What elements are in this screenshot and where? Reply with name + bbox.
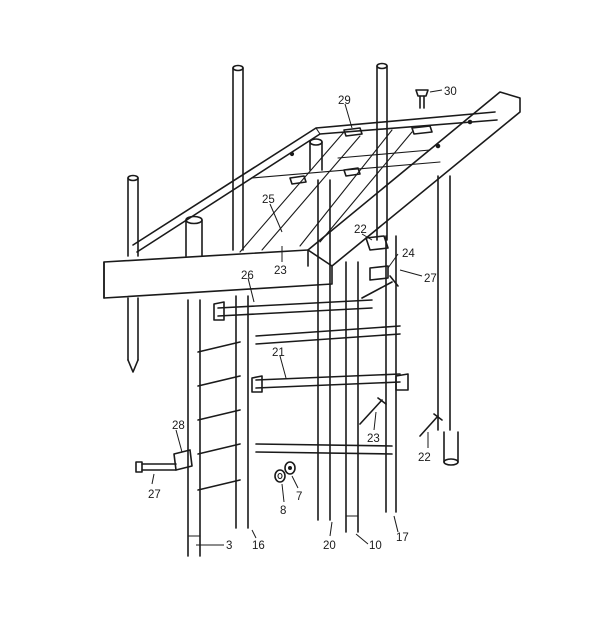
rung-21	[251, 373, 409, 393]
callout-22-top: 22	[354, 224, 367, 236]
callout-22-bottom: 22	[418, 452, 431, 464]
bolt-27-top	[361, 275, 399, 299]
nut-7	[284, 461, 296, 475]
callout-3: 3	[226, 540, 232, 552]
callout-24: 24	[402, 248, 415, 260]
back-top-rail	[132, 111, 498, 253]
rung-back	[255, 325, 401, 455]
post-right-tall	[376, 62, 388, 241]
ladder-rungs	[197, 341, 241, 491]
post-center-tall	[232, 64, 244, 251]
callout-27-left: 27	[148, 489, 161, 501]
bracket-22-top	[365, 235, 389, 251]
rung-26	[213, 299, 373, 321]
bolt-hole	[467, 119, 473, 125]
callout-28: 28	[172, 420, 185, 432]
post-left-short	[127, 174, 139, 373]
callout-16: 16	[252, 540, 265, 552]
ladder-left-rail-16	[235, 295, 249, 529]
callout-26: 26	[241, 270, 254, 282]
bracket-28	[173, 449, 193, 471]
bolt-30	[415, 89, 429, 109]
bolt-23-mid	[359, 397, 387, 425]
post-10	[345, 261, 359, 533]
leader-lines	[151, 89, 443, 546]
washer-8	[274, 469, 286, 483]
callout-29: 29	[338, 95, 351, 107]
callout-21: 21	[272, 347, 285, 359]
bracket-24	[369, 265, 389, 281]
deck-slats	[239, 129, 441, 253]
post-20	[317, 179, 331, 521]
ladder-left-rail-3	[187, 299, 201, 557]
callout-10: 10	[369, 540, 382, 552]
top-bracket	[289, 125, 433, 185]
callout-labels: 30 29 25 22 24 23 26 27 21 28 23 22 27 7…	[148, 86, 457, 552]
front-top-beam	[103, 91, 521, 299]
callout-25: 25	[262, 194, 275, 206]
back-right-post	[437, 175, 459, 466]
bolt-22-bottom	[419, 413, 443, 437]
post-short-stub	[185, 138, 323, 257]
callout-27-top: 27	[424, 273, 437, 285]
bolt-hole	[289, 151, 295, 157]
bolt-hole	[435, 143, 441, 149]
callout-7: 7	[296, 491, 302, 503]
callout-8: 8	[280, 505, 286, 517]
callout-20: 20	[323, 540, 336, 552]
callout-17: 17	[396, 532, 409, 544]
callout-23-top: 23	[274, 265, 287, 277]
bolt-27-left	[135, 461, 177, 473]
callout-23-mid: 23	[367, 433, 380, 445]
callout-30: 30	[444, 86, 457, 98]
